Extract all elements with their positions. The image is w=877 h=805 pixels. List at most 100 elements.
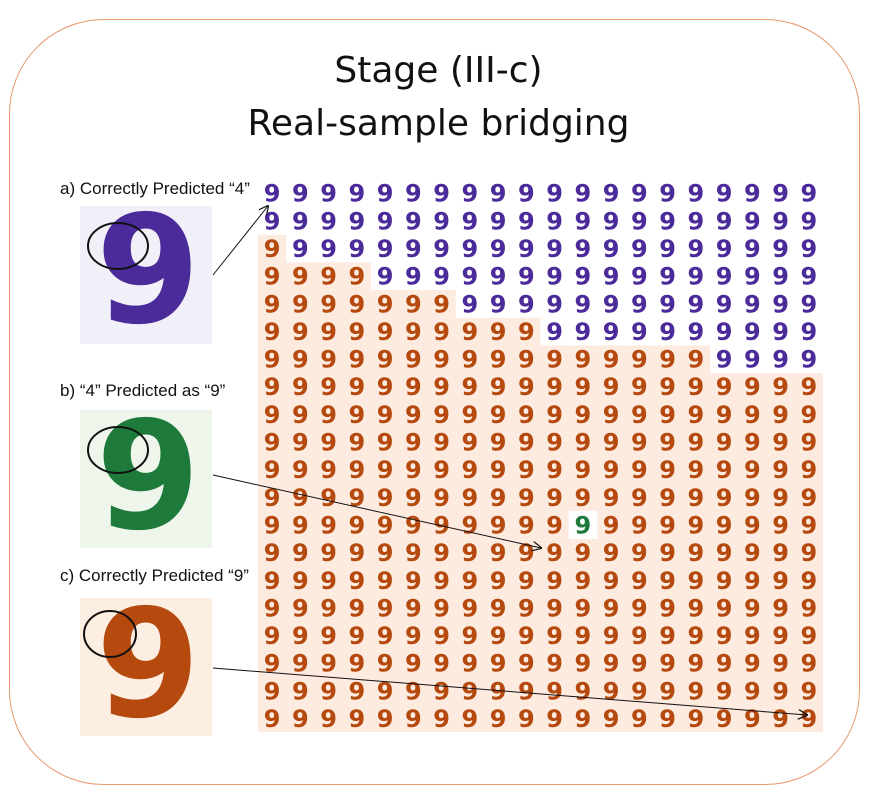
grid-digit-predicted-9: 9: [405, 677, 422, 705]
grid-digit-predicted-4: 9: [688, 207, 705, 235]
grid-digit-predicted-4: 9: [405, 180, 422, 208]
grid-digit-predicted-9: 9: [546, 401, 563, 429]
grid-digit-predicted-4: 9: [518, 263, 535, 291]
grid-digit-predicted-9: 9: [377, 484, 394, 512]
predicted-4-cell-bg: [710, 234, 739, 263]
grid-digit-predicted-9: 9: [631, 511, 648, 539]
grid-digit-predicted-9: 9: [575, 539, 592, 567]
grid-digit-predicted-9: 9: [264, 401, 281, 429]
predicted-4-cell-bg: [371, 206, 400, 235]
predicted-4-cell-bg: [794, 179, 824, 208]
predicted-4-cell-bg: [427, 261, 457, 291]
grid-digit-predicted-9: 9: [575, 346, 592, 374]
panel-c-circle-highlight: [83, 610, 137, 658]
grid-digit-predicted-9: 9: [405, 594, 422, 622]
grid-digit-predicted-9: 9: [264, 318, 281, 346]
grid-digit-predicted-4: 9: [744, 346, 761, 374]
predicted-4-cell-bg: [568, 206, 598, 235]
predicted-4-cell-bg: [286, 179, 315, 208]
grid-digit-predicted-9: 9: [349, 456, 366, 484]
predicted-4-cell-bg: [681, 261, 711, 291]
grid-digit-predicted-9: 9: [772, 705, 789, 733]
grid-digit-predicted-9: 9: [292, 539, 309, 567]
grid-digit-predicted-9: 9: [490, 318, 507, 346]
grid-digit-predicted-9: 9: [772, 677, 789, 705]
predicted-4-cell-bg: [766, 344, 796, 374]
grid-digit-predicted-9: 9: [490, 567, 507, 595]
grid-digit-predicted-4: 9: [659, 207, 676, 235]
grid-digit-predicted-9: 9: [433, 705, 450, 733]
grid-digit-predicted-9: 9: [405, 318, 422, 346]
grid-digit-predicted-9: 9: [349, 705, 366, 733]
grid-digit-predicted-9: 9: [462, 511, 479, 539]
grid-digit-predicted-9: 9: [546, 346, 563, 374]
grid-digit-predicted-9: 9: [631, 650, 648, 678]
grid-digit-predicted-9: 9: [744, 567, 761, 595]
grid-digit-predicted-9: 9: [659, 484, 676, 512]
grid-digit-predicted-9: 9: [462, 484, 479, 512]
grid-digit-predicted-9: 9: [688, 594, 705, 622]
predicted-4-cell-bg: [484, 206, 513, 235]
grid-digit-predicted-9: 9: [688, 622, 705, 650]
grid-digit-predicted-9: 9: [518, 373, 535, 401]
grid-digit-predicted-9: 9: [659, 539, 676, 567]
grid-digit-predicted-4: 9: [716, 207, 733, 235]
grid-digit-predicted-9: 9: [264, 677, 281, 705]
grid-digit-predicted-9: 9: [349, 594, 366, 622]
predicted-4-cell-bg: [540, 261, 570, 291]
grid-digit-predicted-4: 9: [659, 263, 676, 291]
grid-digit-predicted-9: 9: [744, 429, 761, 457]
grid-digit-predicted-9: 9: [772, 484, 789, 512]
grid-digit-predicted-4: 9: [688, 235, 705, 263]
predicted-4-cell-bg: [484, 234, 513, 263]
predicted-4-cell-bg: [342, 234, 372, 263]
grid-digit-predicted-9: 9: [264, 539, 281, 567]
predicted-4-cell-bg: [399, 234, 428, 263]
grid-digit-predicted-9: 9: [744, 401, 761, 429]
grid-digit-predicted-9: 9: [264, 373, 281, 401]
grid-digit-predicted-9: 9: [320, 346, 337, 374]
predicted-4-cell-bg: [597, 317, 626, 346]
grid-digit-predicted-9: 9: [801, 373, 818, 401]
grid-digit-predicted-4: 9: [518, 290, 535, 318]
grid-digit-predicted-9: 9: [546, 567, 563, 595]
grid-digit-predicted-4: 9: [433, 207, 450, 235]
predicted-4-cell-bg: [625, 289, 654, 318]
predicted-4-cell-bg: [625, 179, 654, 208]
grid-digit-predicted-9: 9: [575, 429, 592, 457]
grid-digit-predicted-9: 9: [688, 650, 705, 678]
grid-digit-predicted-4: 9: [744, 180, 761, 208]
grid-digit-predicted-9: 9: [264, 511, 281, 539]
grid-digit-predicted-9: 9: [405, 567, 422, 595]
grid-digit-predicted-9: 9: [349, 263, 366, 291]
stage-subtitle: Real-sample bridging: [247, 103, 630, 144]
grid-digit-predicted-9: 9: [264, 235, 281, 263]
predicted-4-cell-bg: [597, 206, 626, 235]
grid-digit-predicted-9: 9: [716, 429, 733, 457]
predicted-4-cell-bg: [710, 344, 739, 374]
grid-digit-predicted-9: 9: [772, 594, 789, 622]
grid-digit-predicted-9: 9: [320, 594, 337, 622]
grid-digit-predicted-9: 9: [518, 594, 535, 622]
grid-digit-predicted-4: 9: [433, 180, 450, 208]
grid-digit-predicted-9: 9: [433, 373, 450, 401]
predicted-4-cell-bg: [540, 179, 570, 208]
grid-digit-predicted-9: 9: [405, 705, 422, 733]
grid-digit-predicted-4: 9: [631, 235, 648, 263]
grid-digit-predicted-9: 9: [377, 539, 394, 567]
grid-digit-predicted-9: 9: [688, 401, 705, 429]
grid-digit-predicted-9: 9: [546, 705, 563, 733]
predicted-4-cell-bg: [484, 261, 513, 291]
stage-frame: [9, 19, 860, 785]
grid-digit-predicted-9: 9: [292, 705, 309, 733]
grid-digit-predicted-9: 9: [405, 290, 422, 318]
grid-digit-predicted-9: 9: [292, 594, 309, 622]
grid-digit-predicted-4: 9: [744, 235, 761, 263]
predicted-4-cell-bg: [597, 179, 626, 208]
grid-digit-predicted-9: 9: [688, 373, 705, 401]
grid-digit-predicted-9: 9: [801, 456, 818, 484]
grid-digit-predicted-4: 9: [264, 180, 281, 208]
grid-digit-predicted-4: 9: [349, 207, 366, 235]
predicted-4-cell-bg: [794, 234, 824, 263]
grid-digit-predicted-4: 9: [349, 235, 366, 263]
